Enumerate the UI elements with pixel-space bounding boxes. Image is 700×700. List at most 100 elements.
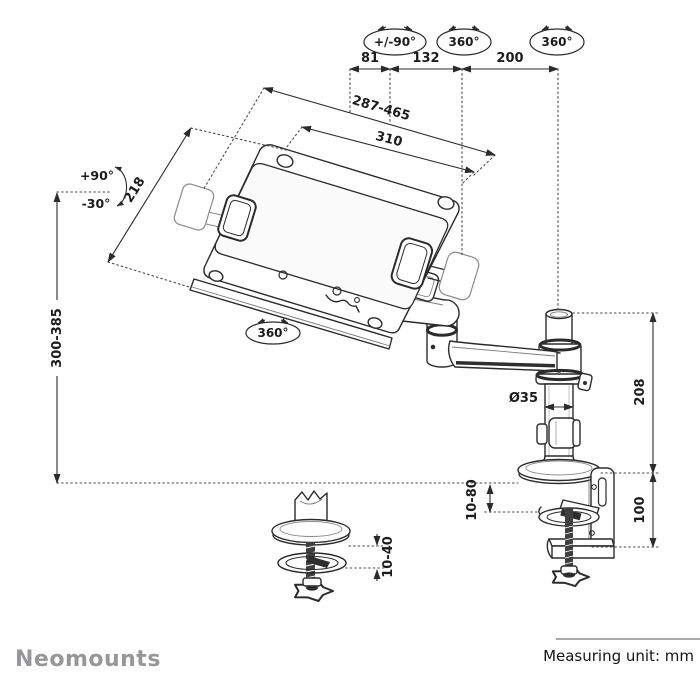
- dim-label-dia35: Ø35: [509, 391, 538, 406]
- tray-cutout: [325, 294, 360, 313]
- tilt-annotation: +90° -30°: [80, 166, 128, 211]
- grommet-ring-inner: [285, 555, 339, 571]
- clamp-knob-center: [563, 572, 575, 578]
- grommet-ring-clamp: [306, 556, 330, 568]
- pole-lower: [517, 383, 601, 485]
- grommet-mount: [271, 490, 351, 602]
- rotation-arrow-icon: [280, 318, 289, 324]
- grommet-knob-hub: [302, 577, 322, 587]
- laptop-grippers: [173, 183, 480, 301]
- tray-corner-hole: [208, 270, 224, 282]
- tilt-up-label: +90°: [80, 168, 114, 183]
- dim-label-10-80: 10-80: [465, 479, 480, 521]
- rotation-arrow-icon: [403, 25, 413, 31]
- rotation-arrow-icon: [564, 25, 573, 31]
- rotation-arrow-icon: [541, 25, 550, 31]
- rotation-symbols: +/-90° 360° 360° 360°: [245, 25, 585, 345]
- tray-keyhole: [332, 286, 342, 296]
- clamp-threaded-rod: [564, 508, 574, 570]
- dim-label-10-40: 10-40: [381, 536, 396, 578]
- rotation-arrow-icon: [257, 318, 266, 324]
- grommet-knob-center: [306, 585, 318, 591]
- clamp-hole: [591, 484, 597, 490]
- gripper-pad-right-inner: [390, 237, 434, 290]
- base-disc-inner: [525, 460, 593, 476]
- tray-corner-hole: [437, 196, 455, 210]
- tray-corner-hole: [367, 317, 383, 329]
- pole-collar: [535, 368, 593, 392]
- dimension-top-row: 81 132 200: [349, 51, 559, 73]
- dim-label-100: 100: [633, 496, 648, 523]
- grommet-pole-stub: [294, 490, 328, 529]
- gripper-pad-right-outer: [438, 251, 480, 301]
- extension-line: [107, 261, 190, 288]
- cable-clip-side: [572, 419, 581, 447]
- grommet-ring: [277, 552, 347, 574]
- dim-line-218: [107, 127, 192, 263]
- tray-lip-line: [191, 286, 391, 347]
- rotation-arrow-icon: [471, 25, 480, 31]
- cable-clip-tab: [536, 423, 548, 445]
- gripper-pad-left-inner: [217, 194, 257, 242]
- rotation-ellipse-icon: [363, 28, 427, 56]
- dim-label-132: 132: [412, 51, 439, 66]
- dimension-grommet-range: 10-40: [373, 534, 396, 581]
- tilt-arc-icon: [114, 166, 128, 207]
- tray-keyhole: [278, 270, 288, 280]
- clamp-bottom-arm-top: [548, 538, 615, 547]
- dim-label-300-385: 300-385: [50, 308, 65, 368]
- tilt-down-label: -30°: [82, 196, 111, 211]
- extension-line: [285, 126, 303, 149]
- clamp-arm-cap: [546, 538, 553, 559]
- dim-line-287-465: [263, 87, 496, 156]
- pole-sleeve-ring: [538, 338, 582, 352]
- clamp-hole: [589, 530, 595, 536]
- grommet-disc: [271, 518, 351, 544]
- measuring-unit-note: Measuring unit: mm: [543, 647, 694, 665]
- tray-surface: [214, 162, 449, 310]
- tray-small-hole: [354, 297, 360, 303]
- dim-line-310: [301, 125, 475, 174]
- gripper-rail: [429, 265, 447, 271]
- rotation-ellipse-icon: [245, 321, 301, 345]
- desk-clamp: [538, 467, 615, 588]
- cable-clip: [548, 417, 577, 449]
- extension-line: [472, 154, 496, 177]
- dim-label-81: 81: [361, 51, 379, 66]
- dimension-height-range: 300-385: [50, 192, 65, 484]
- clamp-slot: [597, 477, 607, 507]
- laptop-tray: [189, 144, 460, 350]
- rotation-arrow-icon: [377, 25, 387, 31]
- extension-line: [461, 171, 475, 185]
- grommet-disc-inner: [279, 521, 343, 537]
- rod-threads: [564, 525, 574, 565]
- elbow-screw-hole: [430, 344, 436, 350]
- gripper-pad-detail: [396, 242, 428, 285]
- rotation-arrow-icon: [448, 25, 457, 31]
- lower-arm-topline: [451, 346, 556, 357]
- swivel-mid-label: 360°: [448, 35, 479, 49]
- rotation-ellipse-icon: [529, 28, 585, 56]
- grommet-stub-inner: [299, 498, 323, 505]
- clamp-bottom-arm-front: [551, 545, 615, 559]
- pole-top-inner-ring: [550, 311, 568, 318]
- dim-label-287-465: 287-465: [350, 93, 411, 124]
- dimension-tray-depth: 218: [107, 127, 192, 263]
- lower-arm-groove: [456, 361, 555, 368]
- swivel-tray-label: 360°: [257, 326, 288, 340]
- dim-label-208: 208: [633, 378, 648, 405]
- extension-line: [202, 87, 265, 191]
- tilt-range-label: +/-90°: [374, 35, 416, 49]
- dimension-pole-height: 208 100: [633, 312, 657, 548]
- dimension-pole-diameter: Ø35: [509, 391, 574, 411]
- dim-label-310: 310: [374, 129, 404, 150]
- collar-screw: [583, 381, 587, 385]
- base-disc: [517, 458, 601, 482]
- dim-label-200: 200: [496, 51, 523, 66]
- swivel-pole-label: 360°: [541, 35, 572, 49]
- brand-logo: Neomounts: [15, 647, 161, 672]
- grommet-rod: [306, 542, 315, 585]
- footer: Neomounts Measuring unit: mm: [15, 638, 700, 672]
